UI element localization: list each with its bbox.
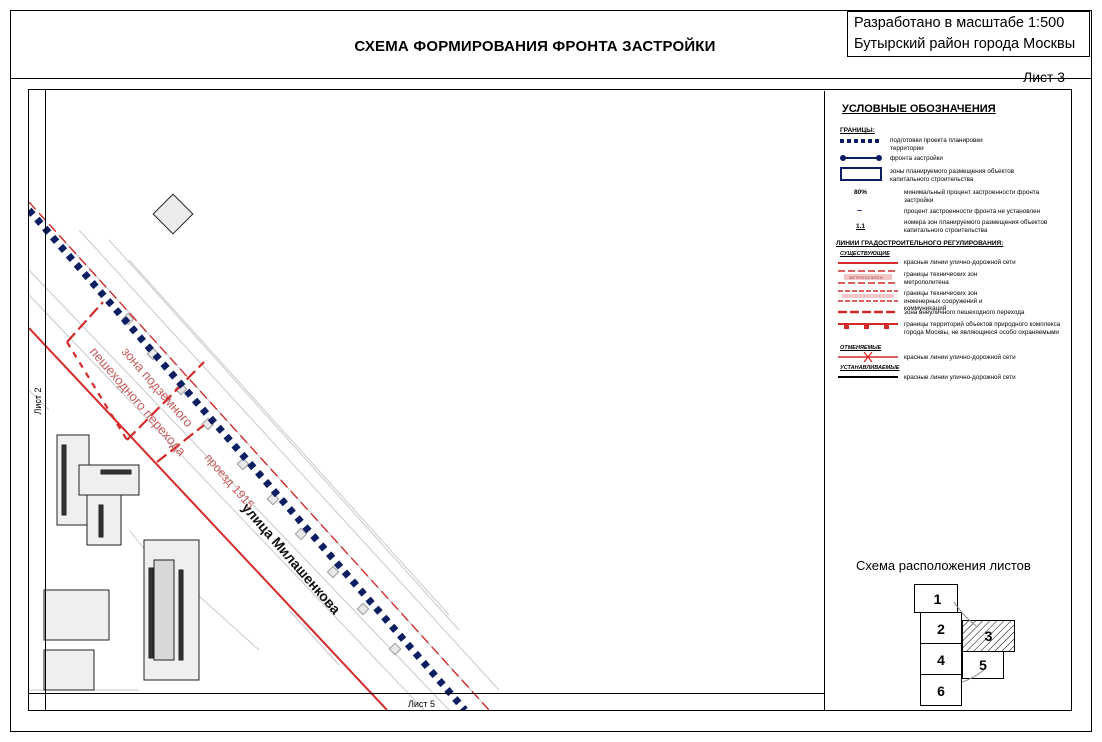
pedestrian-zone-boundary xyxy=(66,301,205,463)
pedestrian-zone-icon xyxy=(838,310,898,314)
legend-item-text: фронта застройки xyxy=(890,155,943,162)
legend-item-text: зоны планируемого размещения объектов ка… xyxy=(890,168,1015,183)
legend-item-text: красные линии улично-дорожной сети xyxy=(904,259,1016,266)
legend-item-text: красные линии улично-дорожной сети xyxy=(904,354,1016,361)
map-canvas[interactable]: зона подземного пешеходного перехода про… xyxy=(29,90,824,710)
legend-item-text: границы технических зон инженерных соору… xyxy=(904,290,983,312)
cancelled-red-line-icon xyxy=(838,352,898,362)
legend-item-text: зона внеуличного пешеходного перехода xyxy=(904,309,1025,316)
metro-zone-icon-label: МЕТРОПОЛИТЕН xyxy=(849,275,883,280)
legend-section-boundaries: ГРАНИЦЫ: xyxy=(840,127,875,134)
sheet-number: Лист 3 xyxy=(1023,69,1066,85)
engineering-zone-icon xyxy=(838,290,898,302)
building-2 xyxy=(143,539,200,681)
legend-subsection-existing: СУЩЕСТВУЮЩИЕ xyxy=(840,251,890,257)
neighbor-sheet-bottom-line xyxy=(29,693,824,694)
legend-title: УСЛОВНЫЕ ОБОЗНАЧЕНИЯ xyxy=(842,103,996,115)
neighbor-sheet-bottom-label[interactable]: Лист 5 xyxy=(408,699,436,709)
buildings xyxy=(43,193,200,691)
sheet-scheme-road-trace xyxy=(953,601,985,683)
zone-number-icon: 1.1 xyxy=(856,223,866,230)
dotted-navy-line-icon xyxy=(840,139,882,143)
building-1 xyxy=(56,434,140,546)
legend-item-text: границы технических зон метрополитена xyxy=(904,271,978,286)
percent-80-icon: 80% xyxy=(854,189,868,196)
header-divider xyxy=(10,78,1092,79)
sheet-cell-4[interactable]: 4 xyxy=(920,643,962,675)
red-lines xyxy=(29,201,490,710)
sheet-cell-3-hatch xyxy=(962,620,1015,652)
outer-frame xyxy=(10,10,1092,732)
zone-rect-icon xyxy=(840,167,882,181)
legend-item-text: границы территорий объектов природного к… xyxy=(904,321,1061,336)
front-boundary-line xyxy=(29,207,468,710)
established-line-icon xyxy=(838,376,898,378)
legend-subsection-cancelled: ОТМЕНЯЕМЫЕ xyxy=(840,345,882,351)
legend-item-text: красные линии улично-дорожной сети xyxy=(904,374,1016,381)
neighbor-sheet-left-label[interactable]: Лист 2 xyxy=(33,387,43,415)
legend-left-border xyxy=(824,91,825,711)
sheet-cell-5[interactable]: 5 xyxy=(962,651,1004,679)
legend-item-text: процент застроенности фронта не установл… xyxy=(904,208,1041,215)
stamp-district-text: Бутырский район города Москвы xyxy=(854,36,1076,52)
stamp-scale-text: Разработано в масштабе 1:500 xyxy=(854,15,1065,31)
legend-subsection-established: УСТАНАВЛИВАЕМЫЕ xyxy=(840,365,900,371)
legend-section-regulation: ЛИНИИ ГРАДОСТРОИТЕЛЬНОГО РЕГУЛИРОВАНИЯ: xyxy=(836,240,1004,247)
nature-boundary-icon xyxy=(838,323,898,329)
dash-icon: – xyxy=(857,205,863,215)
map-frame xyxy=(28,89,1072,711)
sheet-cell-3[interactable]: 3 xyxy=(984,628,993,644)
legend-item-text: подготовки проекта планировки территории xyxy=(890,137,983,152)
legend-item-text: минимальный процент застроенности фронта… xyxy=(904,189,1040,204)
legend-item-text: номера зон планируемого размещения объек… xyxy=(904,219,1048,234)
building-3 xyxy=(43,589,110,691)
legend-panel: УСЛОВНЫЕ ОБОЗНАЧЕНИЯ ГРАНИЦЫ: подготовки… xyxy=(824,91,1072,711)
metro-zone-icon xyxy=(838,270,898,284)
scale-stamp: Разработано в масштабе 1:500 Бутырский р… xyxy=(847,11,1090,57)
page-title: СХЕМА ФОРМИРОВАНИЯ ФРОНТА ЗАСТРОЙКИ xyxy=(354,38,716,55)
sheet-cell-6[interactable]: 6 xyxy=(920,674,962,706)
building-4 xyxy=(152,193,194,235)
red-line-icon xyxy=(838,262,898,264)
front-line-icon xyxy=(840,155,882,161)
sheet-scheme-title: Схема расположения листов xyxy=(856,558,1031,573)
neighbor-sheet-left-line xyxy=(45,90,46,710)
